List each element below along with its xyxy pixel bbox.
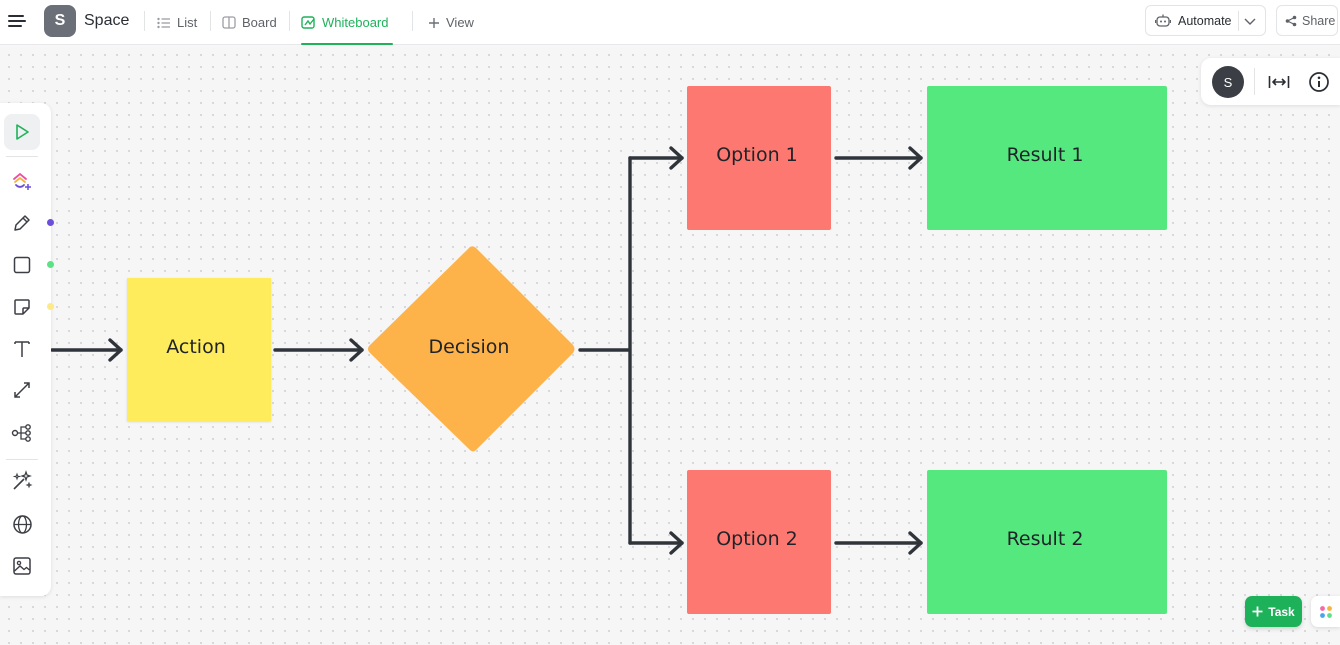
space-avatar[interactable]: S <box>44 5 76 37</box>
apps-grid-icon <box>1319 605 1332 618</box>
pen-color-dot <box>47 219 54 226</box>
robot-icon <box>1155 14 1171 27</box>
clickup-ai-tool[interactable] <box>4 163 40 199</box>
add-view-button[interactable]: View <box>428 0 474 45</box>
divider <box>210 11 211 31</box>
tab-list[interactable]: List <box>157 0 197 45</box>
sticky-note-icon <box>14 299 30 315</box>
connector-icon <box>14 382 30 398</box>
whiteboard-icon <box>301 15 315 29</box>
select-tool[interactable] <box>4 114 40 150</box>
plus-icon <box>1252 606 1263 617</box>
image-tool[interactable] <box>4 548 40 584</box>
decision-label: Decision <box>429 336 510 358</box>
pen-tool[interactable] <box>4 205 40 241</box>
result-2-box[interactable]: Result 2 <box>927 470 1167 614</box>
automate-button[interactable]: Automate <box>1145 5 1266 36</box>
user-avatar[interactable]: S <box>1212 66 1244 98</box>
whiteboard-toolbar <box>0 103 51 596</box>
ai-generate-tool[interactable] <box>4 463 40 499</box>
option-2-box[interactable]: Option 2 <box>687 470 831 614</box>
option-1-box[interactable]: Option 1 <box>687 86 831 230</box>
option-2-label: Option 2 <box>716 528 798 550</box>
globe-icon <box>12 514 32 534</box>
connector-action-decision[interactable] <box>273 338 364 362</box>
add-task-button[interactable]: Task <box>1245 596 1302 627</box>
square-icon <box>13 256 31 274</box>
share-label: Share <box>1302 13 1336 28</box>
divider <box>289 11 290 31</box>
tab-label: List <box>177 15 198 30</box>
result-2-label: Result 2 <box>1007 528 1084 550</box>
list-icon <box>157 17 170 28</box>
result-1-box[interactable]: Result 1 <box>927 86 1167 230</box>
sticky-note-tool[interactable] <box>4 289 40 325</box>
divider <box>144 11 145 31</box>
task-label: Task <box>1268 604 1295 619</box>
top-bar: S Space List Board Whiteboard View Autom… <box>0 0 1340 45</box>
fit-width-icon <box>1268 76 1290 88</box>
clickup-ai-icon <box>13 172 31 190</box>
shape-color-dot <box>47 261 54 268</box>
action-label: Action <box>166 336 226 358</box>
tab-board[interactable]: Board <box>222 0 277 45</box>
tab-whiteboard[interactable]: Whiteboard <box>301 0 393 45</box>
tab-label: Board <box>242 15 277 30</box>
mind-map-icon <box>11 424 31 442</box>
share-button[interactable]: Share <box>1276 5 1338 36</box>
connector-start-action[interactable] <box>50 338 123 362</box>
board-icon <box>222 16 236 29</box>
tab-label: Whiteboard <box>322 15 389 30</box>
text-icon <box>14 341 30 357</box>
option-1-label: Option 1 <box>716 144 798 166</box>
connector-tool[interactable] <box>4 373 40 409</box>
automate-label: Automate <box>1178 13 1232 28</box>
text-tool[interactable] <box>4 331 40 367</box>
mind-map-tool[interactable] <box>4 415 40 451</box>
apps-button[interactable] <box>1311 596 1340 627</box>
add-view-label: View <box>446 15 474 30</box>
cursor-icon <box>16 124 29 140</box>
sticky-color-dot <box>47 303 54 310</box>
chevron-down-icon[interactable] <box>1244 16 1256 26</box>
magic-wand-icon <box>12 470 33 490</box>
connector-decision-options[interactable] <box>578 146 684 555</box>
result-1-label: Result 1 <box>1007 144 1084 166</box>
board-options-panel: S <box>1201 58 1340 105</box>
info-icon <box>1309 72 1329 92</box>
connector-option2-result2[interactable] <box>834 531 923 555</box>
info-button[interactable] <box>1307 70 1331 94</box>
image-icon <box>13 557 31 575</box>
space-name[interactable]: Space <box>84 12 130 29</box>
share-icon <box>1285 15 1297 26</box>
fit-to-screen-button[interactable] <box>1267 70 1291 94</box>
hamburger-menu-icon[interactable] <box>8 13 26 29</box>
action-sticky-note[interactable]: Action <box>127 278 271 421</box>
plus-icon <box>429 17 439 28</box>
embed-tool[interactable] <box>4 506 40 542</box>
pen-icon <box>14 215 30 231</box>
connector-option1-result1[interactable] <box>834 146 923 170</box>
divider <box>412 11 413 31</box>
shape-tool[interactable] <box>4 247 40 283</box>
decision-diamond[interactable]: Decision <box>368 246 575 452</box>
